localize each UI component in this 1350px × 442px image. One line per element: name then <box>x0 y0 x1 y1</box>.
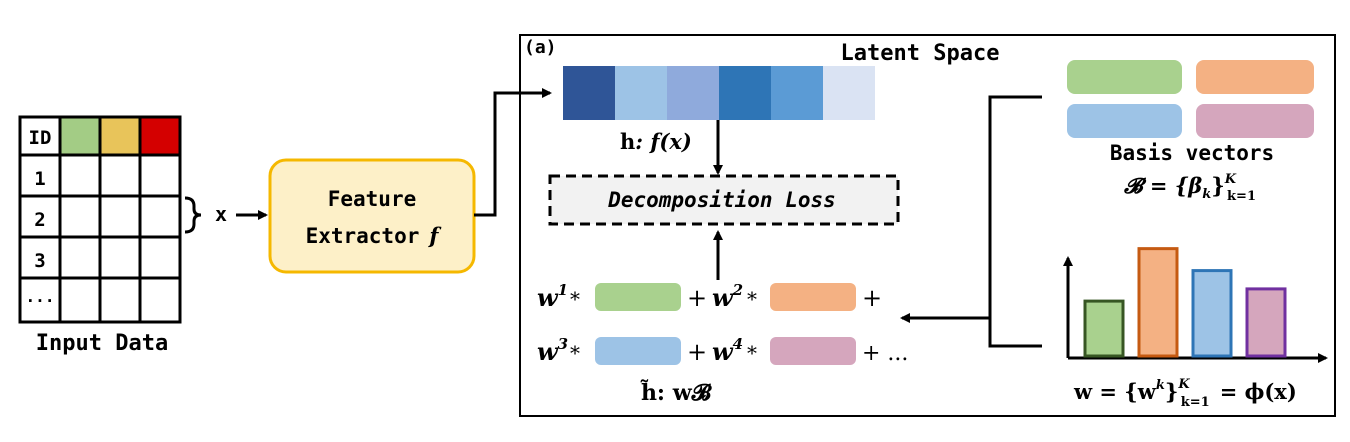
basis-vector-2 <box>1196 60 1314 94</box>
weights-formula-sub: k=1 <box>1181 395 1210 410</box>
basis-formula-brace: } <box>1211 173 1225 198</box>
weight-bar-2 <box>1137 247 1179 358</box>
combination-basis-bar-1 <box>595 283 681 311</box>
panel-tag: (a) <box>524 37 557 58</box>
basis-vectors-caption: Basis vectors <box>1110 141 1274 165</box>
basis-vector-4 <box>1196 104 1314 138</box>
combination-basis-bar-3 <box>595 337 681 365</box>
weight-bar-4 <box>1245 287 1287 358</box>
w2-sup: 2 <box>732 281 743 299</box>
weighted-combination: w1 * + w2 * + w3 * + w4 * + ... <box>537 281 908 366</box>
combination-basis-bar-2 <box>770 283 856 311</box>
input-column-color-2 <box>98 115 142 157</box>
input-x-label: x <box>215 202 227 226</box>
input-row-label-3: 3 <box>34 250 45 272</box>
weights-formula-left: w = {w <box>1073 379 1157 404</box>
decomposition-loss-label: Decomposition Loss <box>607 188 836 212</box>
input-table-grid <box>20 117 180 322</box>
weight-bar-3 <box>1191 269 1233 358</box>
latent-cell-4 <box>719 66 771 120</box>
basis-formula-sup: K <box>1224 172 1237 187</box>
row-brace <box>184 196 202 234</box>
w3-letter: w <box>537 337 559 366</box>
weights-formula-sup-K: K <box>1177 377 1190 392</box>
weights-formula-end: = ϕ(x) <box>1220 379 1297 404</box>
weights-formula-right: } <box>1165 379 1179 404</box>
basis-formula-sub: k <box>1202 187 1211 202</box>
latent-cell-3 <box>667 66 719 120</box>
w4-sup: 4 <box>733 335 743 353</box>
h-label-bold: h <box>620 129 635 154</box>
weight-w1: w1 <box>537 281 568 312</box>
w3-sup: 3 <box>558 335 568 353</box>
w4-letter: w <box>712 337 734 366</box>
h-tilde-caption: h̃: w𝓑 <box>640 380 713 406</box>
input-row-label-2: 2 <box>34 209 45 231</box>
h-label-rest: : f(x) <box>635 129 692 154</box>
basis-vector-3 <box>1067 104 1182 138</box>
latent-cell-1 <box>563 66 615 120</box>
w2-letter: w <box>712 283 734 312</box>
times-3: * <box>570 341 580 365</box>
feature-extractor-line1: Feature <box>328 187 417 211</box>
times-4: * <box>747 341 757 365</box>
plus-2: + <box>862 284 882 312</box>
weight-bar-1 <box>1083 299 1125 358</box>
bracket-connector <box>988 95 1042 348</box>
weight-w4: w4 <box>712 335 743 366</box>
combination-basis-bar-4 <box>770 337 856 365</box>
latent-cell-2 <box>615 66 667 120</box>
decomposition-loss-box <box>548 174 900 226</box>
weight-w3: w3 <box>537 335 568 366</box>
plus-ellipsis: + ... <box>862 341 908 366</box>
input-column-color-3 <box>138 115 182 157</box>
latent-cell-6 <box>823 66 875 120</box>
basis-vector-1 <box>1067 60 1182 94</box>
arrow-extractor-to-latent <box>474 88 552 217</box>
feature-extractor-word: Extractor <box>306 224 420 248</box>
basis-formula-lower: k=1 <box>1227 189 1256 204</box>
input-column-color-1 <box>58 115 102 157</box>
times-1: * <box>570 287 580 311</box>
input-row-label-1: 1 <box>34 168 45 190</box>
times-2: * <box>747 287 757 311</box>
plus-1: + <box>687 284 707 312</box>
input-table: ID 1 2 3 ... Input Data <box>18 115 182 356</box>
latent-space-title: Latent Space <box>841 41 1000 66</box>
plus-3: + <box>687 338 707 366</box>
weight-bars <box>1083 247 1287 358</box>
latent-vector <box>563 66 875 120</box>
latent-cell-5 <box>771 66 823 120</box>
input-data-caption: Input Data <box>36 331 168 356</box>
input-row-label-ellipsis: ... <box>26 287 55 306</box>
feature-extractor-box <box>268 158 476 274</box>
w1-letter: w <box>537 283 559 312</box>
panel-a-frame <box>519 34 1336 417</box>
weight-w2: w2 <box>712 281 743 312</box>
weights-formula-sup-k: k <box>1156 378 1165 393</box>
input-id-label: ID <box>29 127 52 149</box>
h-label: h: f(x) <box>620 129 692 154</box>
w1-sup: 1 <box>558 281 568 299</box>
basis-formula-main: 𝓑 = {β <box>1123 173 1202 198</box>
